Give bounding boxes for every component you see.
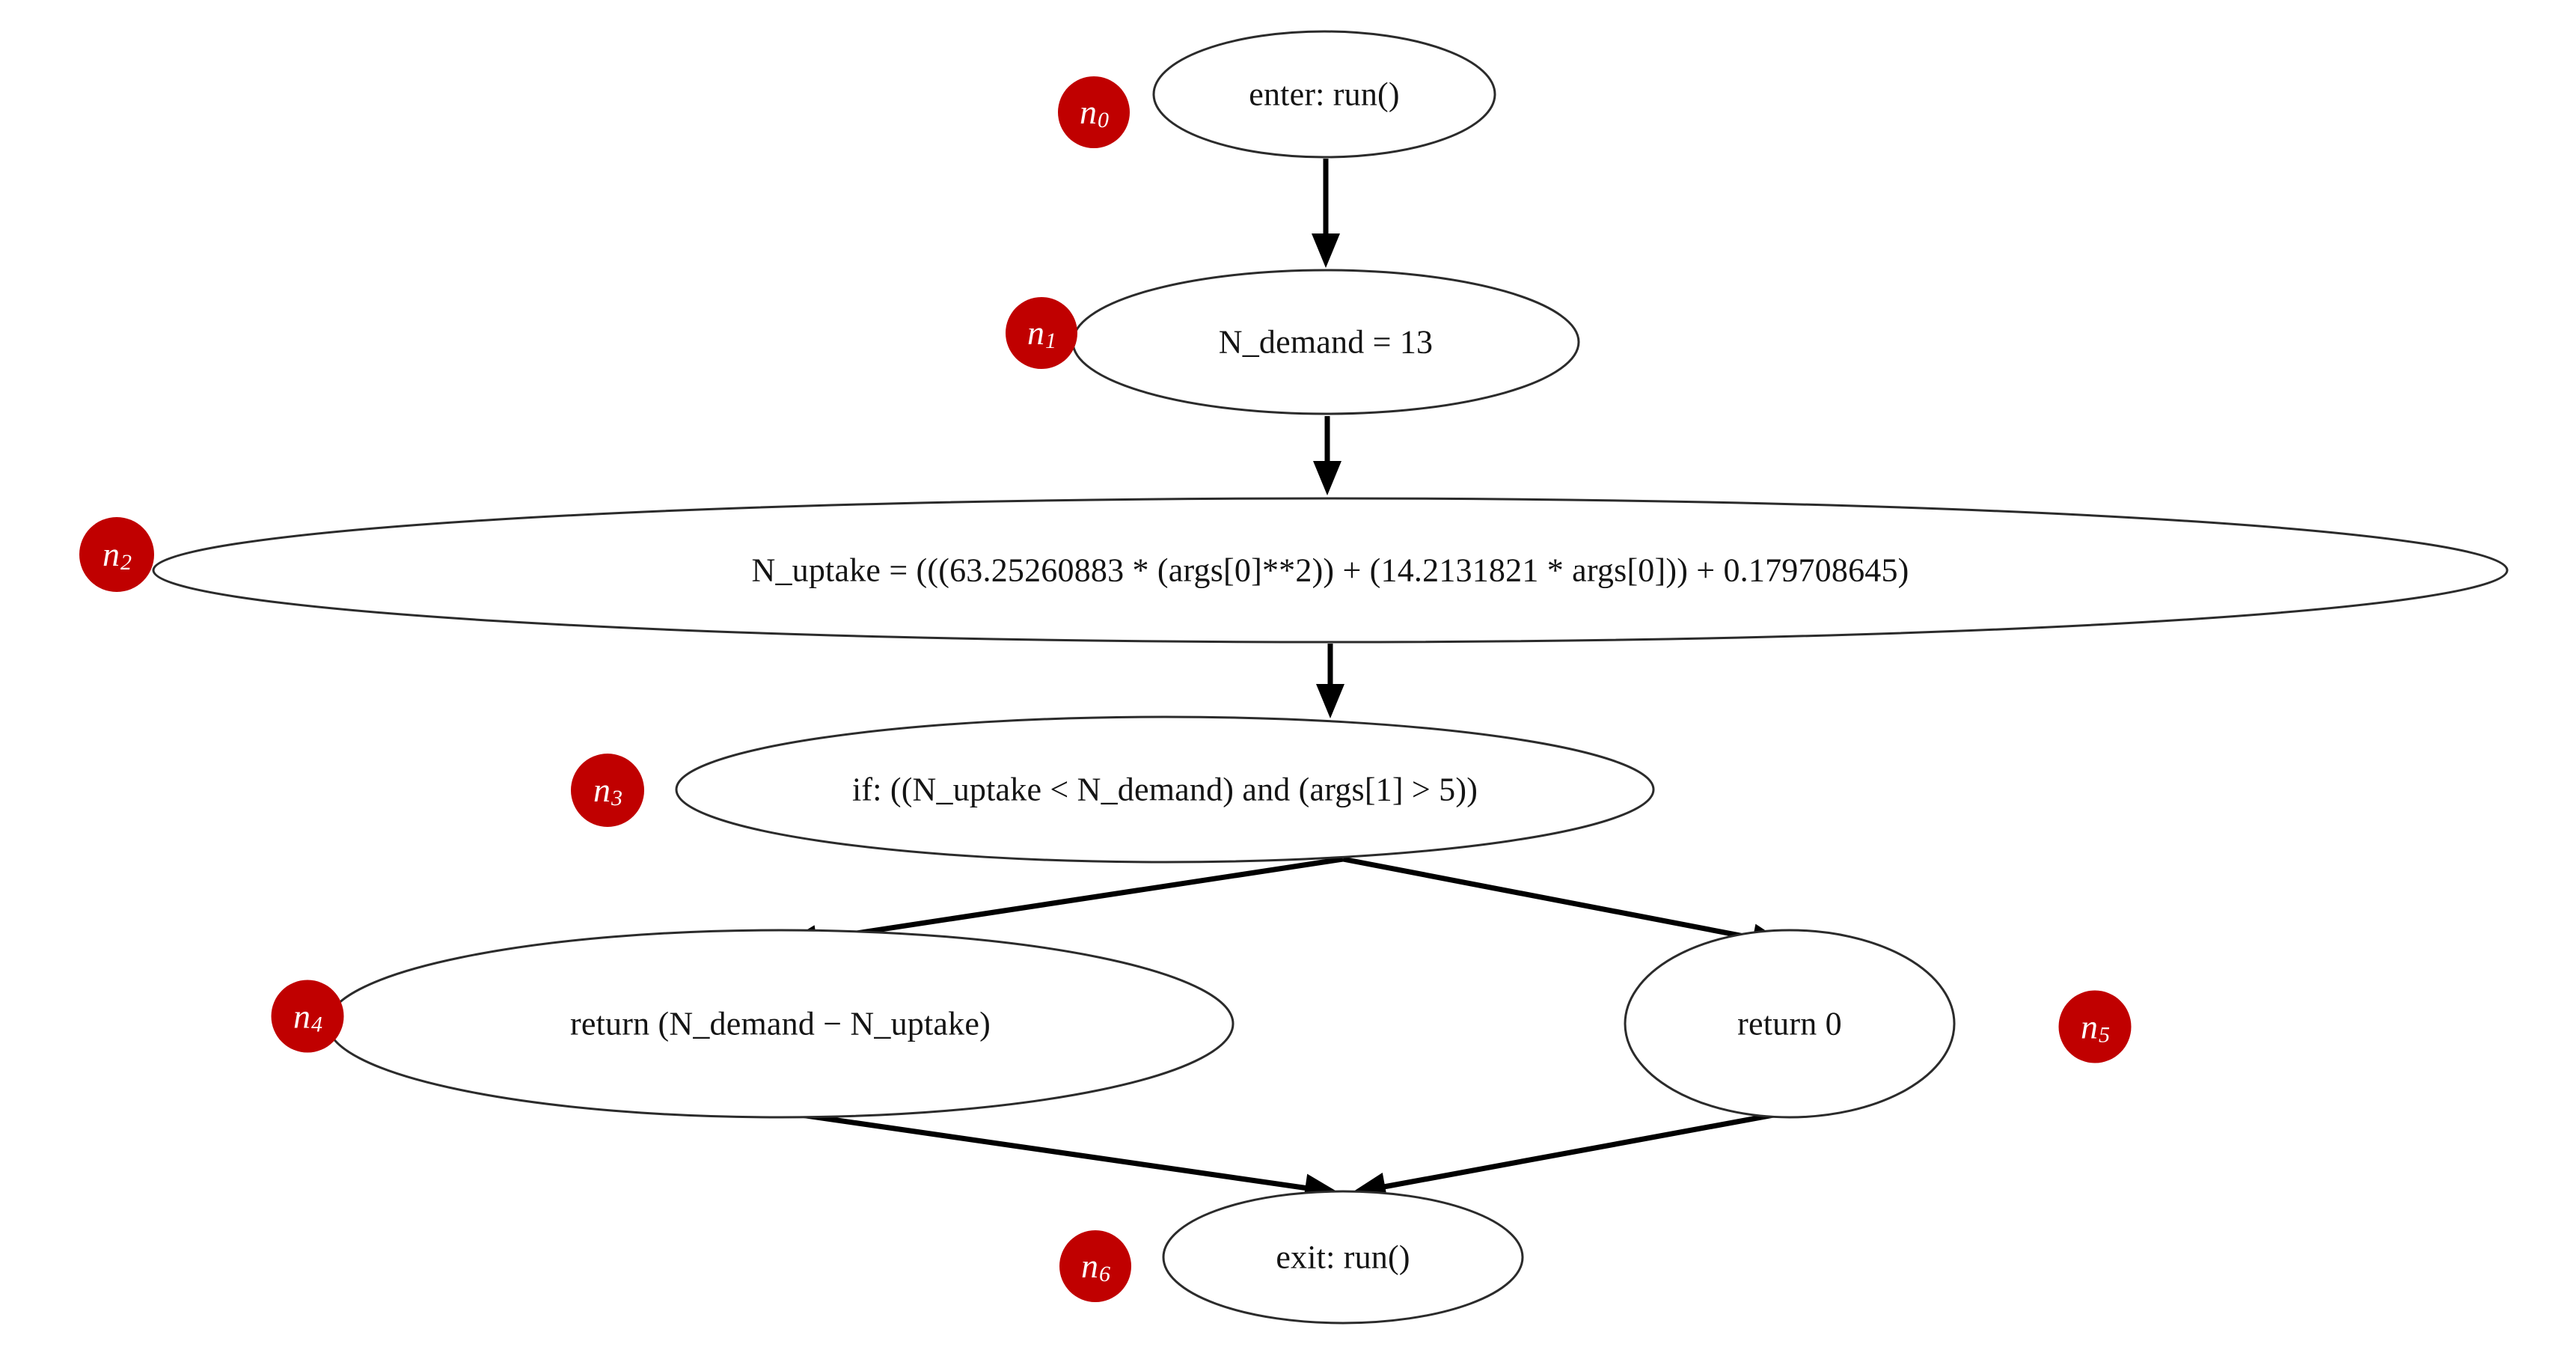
arrowhead-n1-to-n2: [1313, 461, 1341, 495]
node-badge-subscript-n5: 5: [2099, 1022, 2110, 1047]
node-badge-prefix-n2: n: [103, 535, 120, 573]
node-ellipse-n1[interactable]: [1071, 269, 1580, 415]
node-badge-prefix-n3: n: [593, 771, 611, 809]
node-badge-prefix-n4: n: [293, 997, 310, 1035]
node-badge-subscript-n2: 2: [120, 550, 132, 575]
node-badge-prefix-n6: n: [1081, 1247, 1098, 1285]
edge-n3-to-n4: [812, 856, 1344, 943]
arrowhead-n0-to-n1: [1312, 233, 1340, 268]
node-badge-prefix-n0: n: [1080, 93, 1097, 131]
node-ellipse-n4[interactable]: [326, 929, 1235, 1119]
node-ellipse-n3[interactable]: [675, 715, 1655, 864]
node-badge-subscript-n4: 4: [311, 1012, 322, 1036]
edge-n5-to-n6: [1380, 1109, 1790, 1191]
node-badge-subscript-n3: 3: [611, 786, 622, 810]
node-badge-prefix-n5: n: [2081, 1007, 2098, 1045]
node-ellipse-n2[interactable]: [152, 497, 2509, 644]
node-badge-prefix-n1: n: [1027, 314, 1044, 352]
node-ellipse-n5[interactable]: [1624, 929, 1956, 1119]
node-badge-subscript-n6: 6: [1099, 1262, 1110, 1286]
node-badge-subscript-n0: 0: [1098, 108, 1109, 132]
edge-n3-to-n5: [1342, 856, 1758, 941]
nodes-layer: [152, 30, 2509, 1325]
edge-n4-to-n6: [780, 1109, 1310, 1191]
node-ellipse-n6[interactable]: [1162, 1190, 1524, 1325]
arrowhead-n2-to-n3: [1316, 684, 1344, 718]
node-badge-subscript-n1: 1: [1045, 329, 1056, 353]
node-ellipse-n0[interactable]: [1152, 30, 1496, 159]
